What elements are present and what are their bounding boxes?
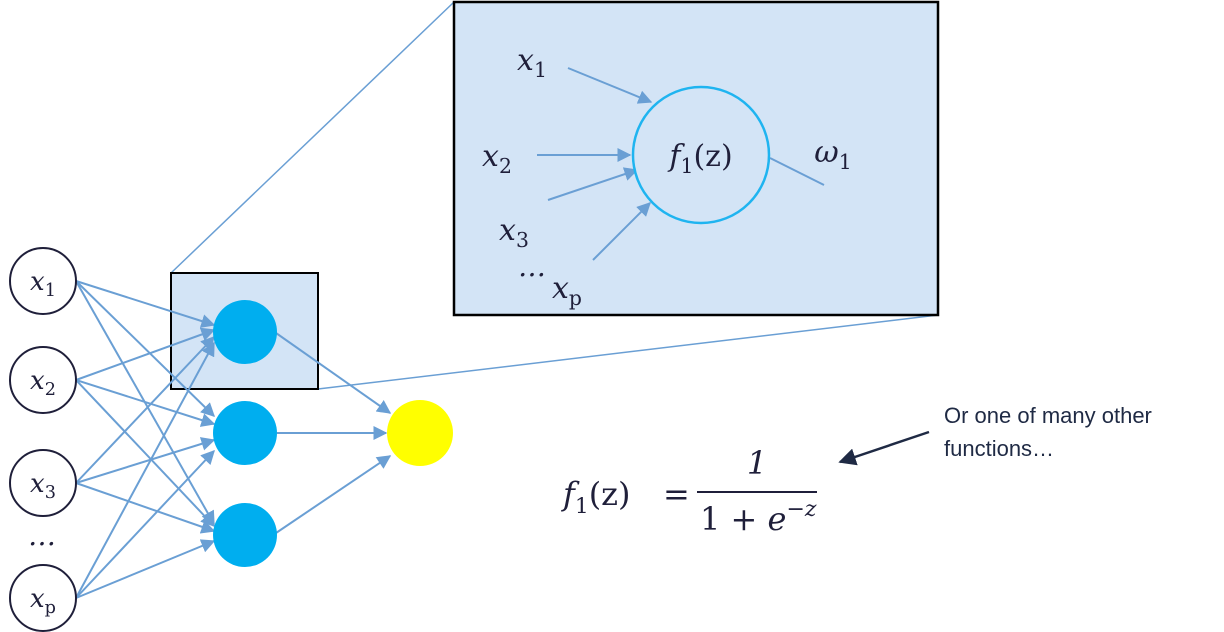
zoom-panel: x1 x2 x3 … xp f1(z) ω1 [452, 0, 940, 317]
sigmoid-formula: f1(z) = 1 1 + e−z [561, 444, 817, 538]
output-node [387, 400, 453, 466]
zoom-input-label: x2 [482, 139, 512, 178]
zoom-input-edges [537, 67, 653, 261]
input-node: x1 [9, 247, 77, 315]
svg-text:x1: x1 [30, 267, 56, 301]
svg-text:xp: xp [30, 584, 56, 618]
zoom-input-label: xp [552, 271, 582, 310]
input-node-sub: 1 [45, 281, 56, 301]
formula-numerator: 1 [747, 444, 767, 482]
svg-text:x3: x3 [30, 469, 56, 503]
zoom-neuron-label: f1(z) [667, 139, 732, 178]
network-edges [75, 280, 392, 599]
svg-text:x2: x2 [30, 366, 56, 400]
formula-lhs: f1(z) [561, 475, 631, 519]
hidden-node [213, 503, 277, 567]
zoom-input-label: x3 [499, 213, 529, 252]
zoom-input-label: x1 [517, 43, 547, 82]
annotation: Or one of many other functions… [838, 403, 1152, 466]
input-ellipsis: … [28, 519, 56, 552]
formula-denominator: 1 + e−z [700, 497, 817, 538]
input-node-sub: p [45, 598, 56, 618]
input-node-sub: 3 [45, 483, 56, 503]
zoom-input-ellipsis: … [518, 250, 546, 283]
input-node-var: x [30, 267, 45, 297]
input-node-sub: 2 [45, 380, 56, 400]
zoom-output-edge [769, 157, 825, 186]
hidden-layer [213, 300, 277, 567]
zoom-weight-label: ω1 [814, 135, 851, 174]
input-node-var: x [30, 366, 45, 396]
note-line-2: functions… [944, 436, 1054, 461]
zoom-connector-lines [170, 1, 939, 390]
note-arrow [838, 430, 930, 466]
note-line-1: Or one of many other [944, 403, 1152, 428]
input-node: x3 [9, 449, 77, 517]
formula-equals: = [663, 475, 690, 513]
hidden-node [213, 300, 277, 364]
input-layer: x1 x2 x3 … xp [9, 247, 77, 632]
hidden-node [213, 401, 277, 465]
input-node-var: x [30, 469, 45, 499]
zoom-neuron [631, 85, 771, 225]
input-node: x2 [9, 346, 77, 414]
input-node-var: x [30, 584, 45, 614]
input-node: xp [9, 564, 77, 632]
